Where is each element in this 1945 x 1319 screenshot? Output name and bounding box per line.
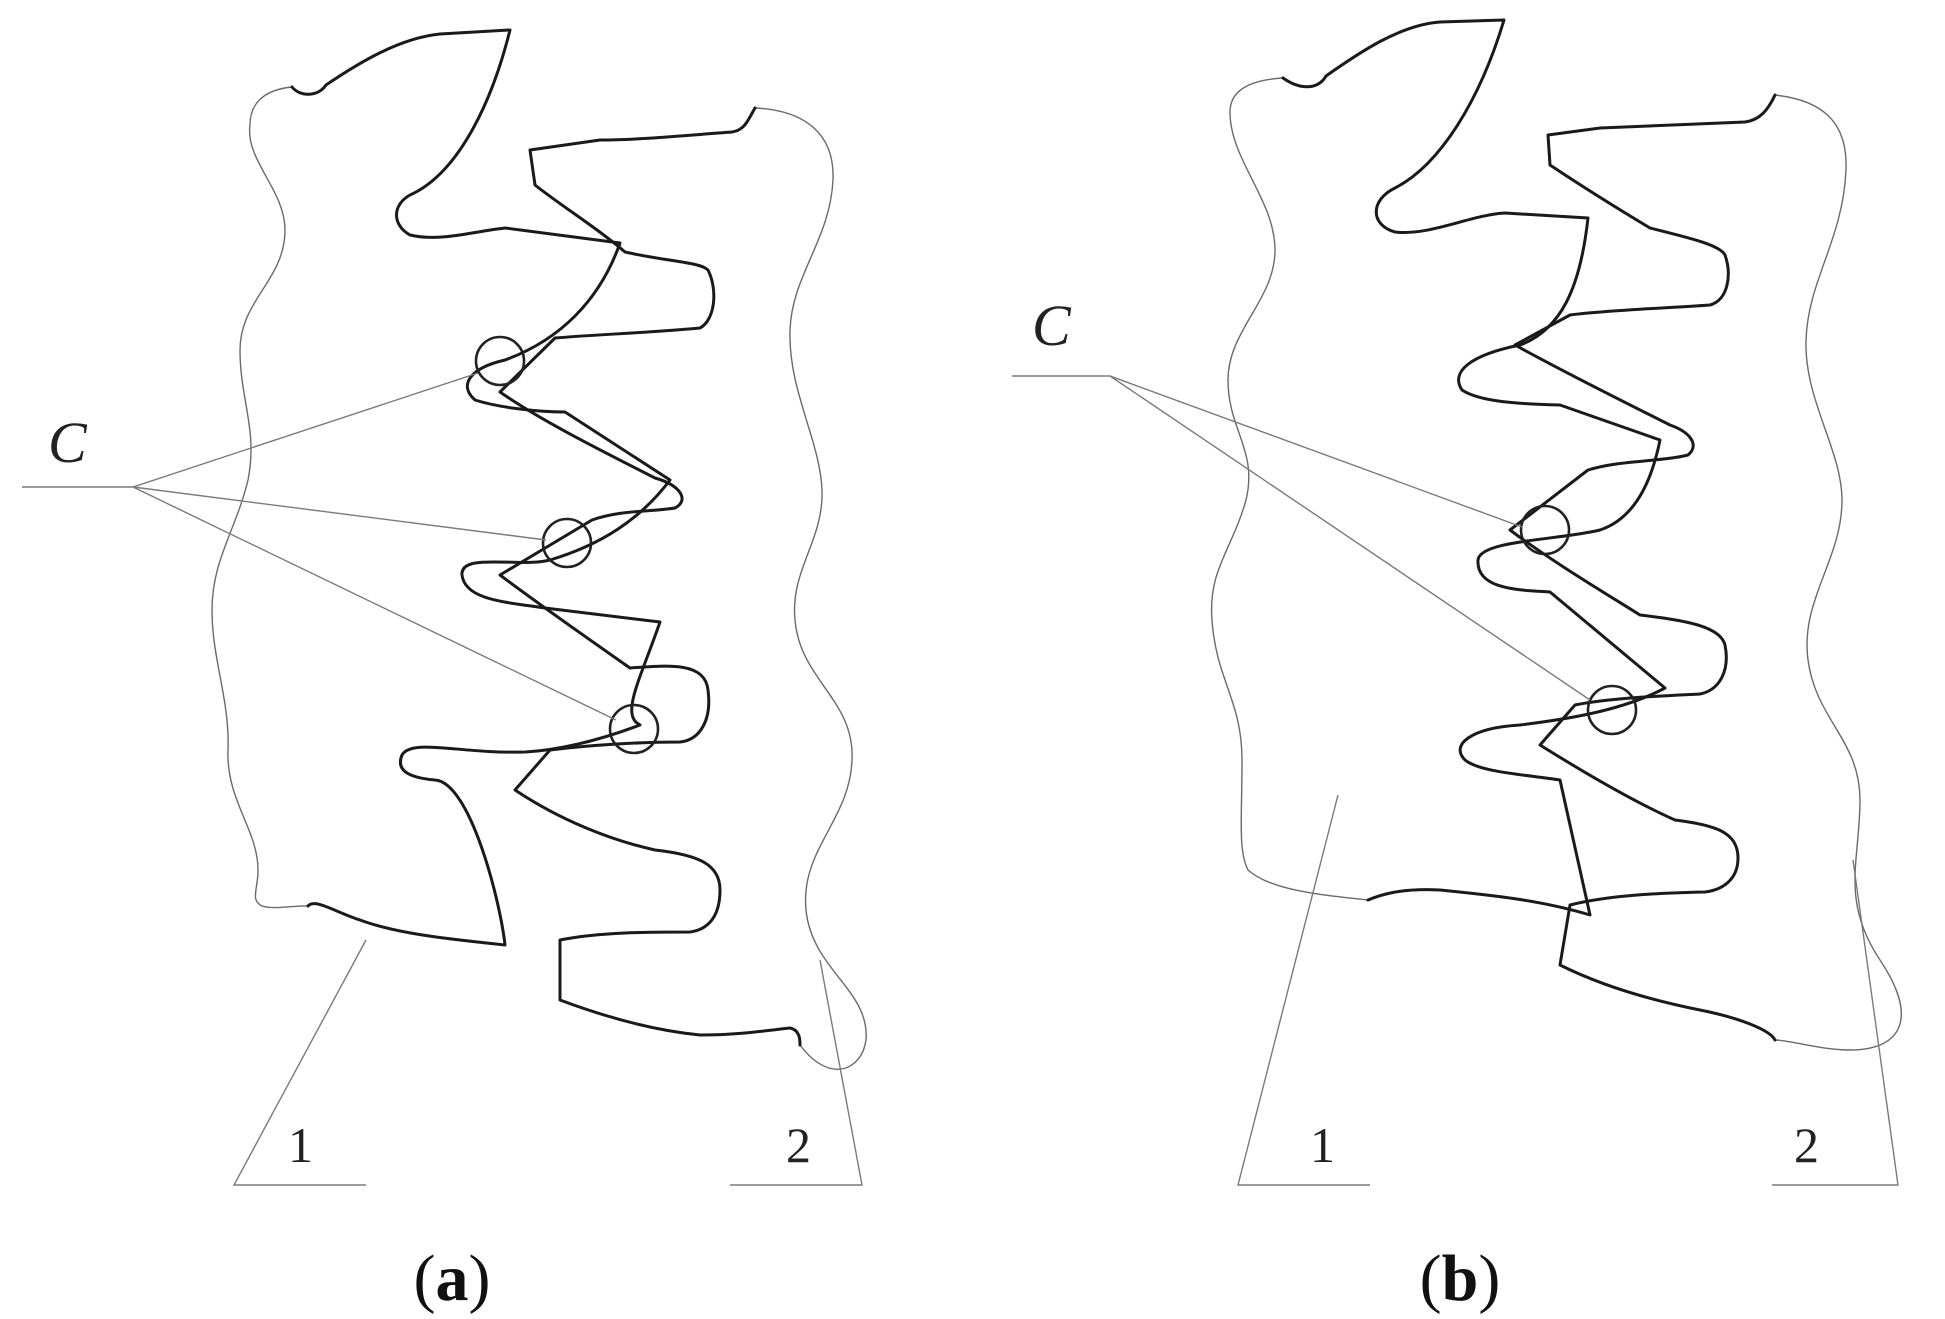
contact-point-circle <box>474 335 526 387</box>
gear-1-body-outline <box>1210 77 1369 901</box>
contact-label-leader <box>22 372 617 721</box>
gear-1-teeth-outline <box>290 28 672 947</box>
panel-a: C 1 2 (a) <box>22 28 867 1315</box>
contact-point-circle <box>608 703 660 755</box>
gear-2-body-outline <box>1774 94 1902 1051</box>
gear-1-label: 1 <box>1310 1117 1335 1173</box>
gear-2-label-leader <box>1772 859 1899 1186</box>
gear-1-teeth-outline <box>1281 18 1667 917</box>
gear-1-body-outline <box>211 86 309 909</box>
panel-a-caption: (a) <box>414 1242 491 1315</box>
panel-b-caption: (b) <box>1420 1242 1501 1315</box>
gear-2-teeth-outline <box>1508 93 1777 1042</box>
gear-1-label: 1 <box>288 1117 313 1173</box>
gear-2-body-outline <box>754 107 867 1070</box>
gear-2-label-leader <box>730 959 863 1186</box>
contact-point-circle <box>1519 504 1571 556</box>
gear-2-teeth-outline <box>498 106 802 1047</box>
contact-point-circle <box>541 517 593 569</box>
gear-2-label: 2 <box>1794 1117 1819 1173</box>
gear-2-label: 2 <box>786 1117 811 1173</box>
contact-point-circle <box>1586 684 1638 736</box>
panel-b: C 1 2 (b) <box>1012 18 1902 1315</box>
gear-1-label-leader <box>232 939 367 1186</box>
gear-1-label-leader <box>1237 794 1370 1186</box>
contact-label-c: C <box>1032 293 1072 358</box>
contact-label-leader <box>1012 375 1591 701</box>
contact-label-c: C <box>48 410 88 475</box>
